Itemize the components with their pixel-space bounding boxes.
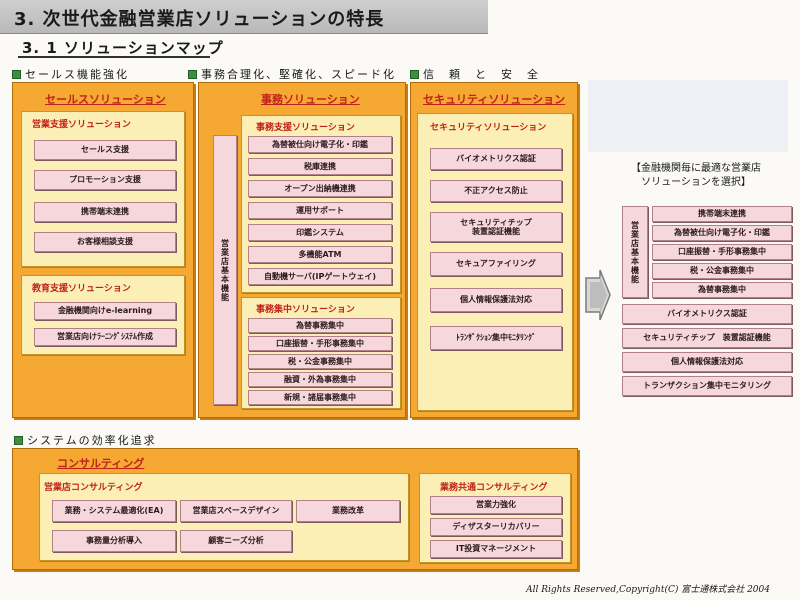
central-item: 融資・外為事務集中: [248, 372, 392, 387]
office-central-title: 事務集中ソリューション: [256, 305, 355, 315]
central-item: 税・公金事務集中: [248, 354, 392, 369]
consulting-item: 営業店スペースデザイン: [180, 500, 292, 522]
branch-basic-function-label: 営業店基本機能: [213, 135, 237, 405]
category-security: 信 頼 と 安 全: [410, 66, 540, 82]
category-system-label: システムの効率化追求: [27, 434, 157, 447]
selected-item: バイオメトリクス認証: [622, 304, 792, 324]
page-title: 3. 次世代金融営業店ソリューションの特長: [14, 9, 385, 30]
central-item: 為替事務集中: [248, 318, 392, 333]
office-item: 為替被仕向け電子化・印鑑: [248, 136, 392, 153]
elearning-item: 金融機関向けe-learning: [34, 302, 176, 320]
consulting-item: 営業力強化: [430, 496, 562, 514]
selection-caption-line1: 【金融機関毎に最適な営業店: [631, 163, 761, 174]
consulting-item: 業務・システム最適化(EA): [52, 500, 176, 522]
office-item: 多機能ATM: [248, 246, 392, 263]
security-inner-title: セキュリティソリューション: [430, 123, 547, 133]
security-item: 個人情報保護法対応: [430, 288, 562, 312]
security-item: バイオメトリクス認証: [430, 148, 562, 170]
selected-item: 税・公金事務集中: [652, 263, 792, 279]
category-system: システムの効率化追求: [14, 432, 157, 448]
consulting-panel-title: コンサルティング: [57, 457, 145, 470]
selected-basic-function-label: 営業店基本機能: [622, 206, 648, 298]
central-item: 新規・諸届事務集中: [248, 390, 392, 405]
selected-item: 為替被仕向け電子化・印鑑: [652, 225, 792, 241]
category-office-label: 事務合理化、堅確化、スピード化: [201, 68, 396, 81]
office-item: オープン出納機連携: [248, 180, 392, 197]
office-solution-panel: 事務ソリューション 営業店基本機能 事務支援ソリューション 為替被仕向け電子化・…: [198, 82, 406, 418]
green-square-icon: [188, 70, 197, 79]
education-support-box: 教育支援ソリューション 金融機関向けe-learning 営業店向けﾗｰﾆﾝｸﾞ…: [21, 275, 185, 355]
office-item: 印鑑システム: [248, 224, 392, 241]
selected-item: 為替事務集中: [652, 282, 792, 298]
central-item: 口座振替・手形事務集中: [248, 336, 392, 351]
office-panel-title: 事務ソリューション: [261, 93, 360, 106]
green-square-icon: [14, 436, 23, 445]
security-item: セキュアファイリング: [430, 252, 562, 276]
office-support-title: 事務支援ソリューション: [256, 123, 355, 133]
selection-caption: 【金融機関毎に最適な営業店 ソリューションを選択】: [596, 162, 796, 189]
selected-item: 個人情報保護法対応: [622, 352, 792, 372]
arrow-right-icon: [585, 269, 611, 321]
office-item: 税庫連携: [248, 158, 392, 175]
sales-panel-title: セールスソリューション: [45, 93, 166, 106]
category-security-label: 信 頼 と 安 全: [423, 68, 540, 81]
learning-system-item: 営業店向けﾗｰﾆﾝｸﾞｼｽﾃﾑ作成: [34, 328, 176, 346]
selected-item: トランザクション集中モニタリング: [622, 376, 792, 396]
page-subtitle: 3. 1 ソリューションマップ: [22, 39, 224, 57]
security-solution-panel: セキュリティソリューション セキュリティソリューション バイオメトリクス認証 不…: [410, 82, 578, 418]
branch-consulting-box: 営業店コンサルティング 業務・システム最適化(EA) 営業店スペースデザイン 業…: [39, 473, 409, 561]
green-square-icon: [12, 70, 21, 79]
promotion-support-item: プロモーション支援: [34, 170, 176, 190]
office-item: 運用サポート: [248, 202, 392, 219]
security-item: 不正アクセス防止: [430, 180, 562, 202]
office-support-box: 事務支援ソリューション 為替被仕向け電子化・印鑑 税庫連携 オープン出納機連携 …: [241, 115, 401, 293]
security-item: セキュリティチップ 装置認証機能: [430, 212, 562, 242]
selected-solution-group: 営業店基本機能 携帯端末連携 為替被仕向け電子化・印鑑 口座振替・手形事務集中 …: [622, 206, 792, 398]
sales-support-item: セールス支援: [34, 140, 176, 160]
office-item: 自動機サーバ(IPゲートウェイ): [248, 268, 392, 285]
consulting-item: 事務量分析導入: [52, 530, 176, 552]
consulting-item: ディザスターリカバリー: [430, 518, 562, 536]
office-central-box: 事務集中ソリューション 為替事務集中 口座振替・手形事務集中 税・公金事務集中 …: [241, 297, 401, 409]
selected-item: 携帯端末連携: [652, 206, 792, 222]
category-office: 事務合理化、堅確化、スピード化: [188, 66, 396, 82]
subtitle-underline: [18, 56, 210, 58]
copyright-footer: All Rights Reserved,Copyright(C) 富士通株式会社…: [526, 585, 770, 595]
business-consulting-title: 業務共通コンサルティング: [440, 483, 548, 493]
green-square-icon: [410, 70, 419, 79]
security-inner-box: セキュリティソリューション バイオメトリクス認証 不正アクセス防止 セキュリティ…: [417, 113, 573, 411]
mobile-terminal-item: 携帯端末連携: [34, 202, 176, 222]
consulting-panel: コンサルティング 営業店コンサルティング 業務・システム最適化(EA) 営業店ス…: [12, 448, 578, 570]
category-sales: セールス機能強化: [12, 66, 129, 82]
selected-item: 口座振替・手形事務集中: [652, 244, 792, 260]
selected-item: セキュリティチップ 装置認証機能: [622, 328, 792, 348]
customer-consulting-item: お客様相談支援: [34, 232, 176, 252]
sales-support-box: 営業支援ソリューション セールス支援 プロモーション支援 携帯端末連携 お客様相…: [21, 111, 185, 267]
security-panel-title: セキュリティソリューション: [423, 93, 566, 106]
sales-solution-panel: セールスソリューション 営業支援ソリューション セールス支援 プロモーション支援…: [12, 82, 194, 418]
faded-background-area: [588, 80, 788, 152]
education-support-title: 教育支援ソリューション: [32, 284, 131, 294]
consulting-item: IT投資マネージメント: [430, 540, 562, 558]
business-consulting-box: 業務共通コンサルティング 営業力強化 ディザスターリカバリー IT投資マネージメ…: [419, 473, 571, 563]
consulting-item: 業務改革: [296, 500, 400, 522]
consulting-item: 顧客ニーズ分析: [180, 530, 292, 552]
branch-consulting-title: 営業店コンサルティング: [44, 483, 143, 493]
category-sales-label: セールス機能強化: [25, 68, 129, 81]
title-band: [0, 0, 488, 34]
security-item: ﾄﾗﾝｻﾞｸｼｮﾝ集中ﾓﾆﾀﾘﾝｸﾞ: [430, 326, 562, 350]
selection-caption-line2: ソリューションを選択】: [641, 176, 751, 188]
sales-support-title: 営業支援ソリューション: [32, 120, 131, 130]
